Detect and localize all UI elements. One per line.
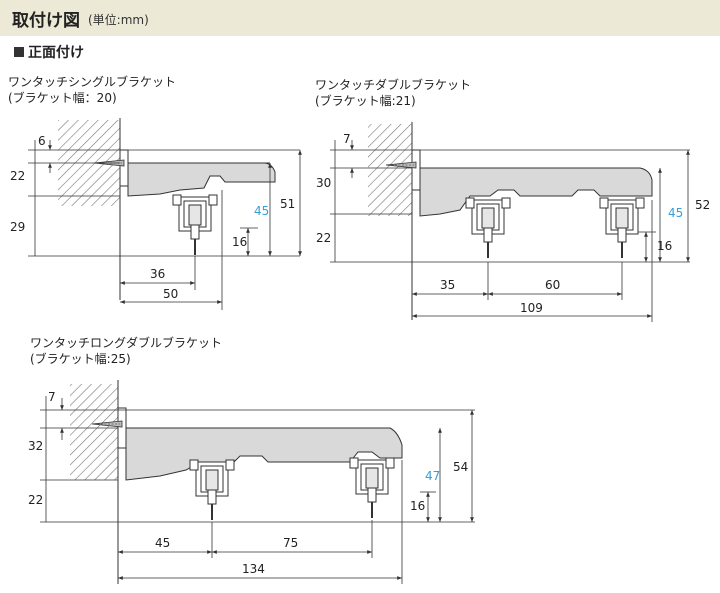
header-bar: 取付け図 (単位:mm) xyxy=(0,0,720,36)
wall-hatch xyxy=(368,124,412,216)
dim-bottom: 16 xyxy=(232,235,247,249)
dim-upper: 22 xyxy=(10,169,25,183)
dim-top: 7 xyxy=(343,132,351,146)
dim-upper: 30 xyxy=(316,176,331,190)
page-title: 取付け図 xyxy=(12,11,80,31)
diagram1-width-note: (ブラケット幅：20) xyxy=(8,91,117,105)
diagram3-width-note: (ブラケット幅:25) xyxy=(30,352,131,366)
dim-height: 52 xyxy=(695,198,710,212)
dim-height: 54 xyxy=(453,460,468,474)
dim-total: 134 xyxy=(242,562,265,576)
diagram2-caption: ワンタッチダブルブラケット (ブラケット幅:21) xyxy=(315,77,471,109)
dim-height: 51 xyxy=(280,197,295,211)
wall-hatch xyxy=(70,384,118,480)
unit-note: (単位:mm) xyxy=(88,13,149,27)
dim-lower: 22 xyxy=(316,231,331,245)
dim-top: 6 xyxy=(38,134,46,148)
dim-top: 7 xyxy=(48,390,56,404)
dim-inner: 36 xyxy=(150,267,165,281)
diagram2-drawing: 7 30 22 35 60 109 45 52 16 xyxy=(316,122,710,322)
dim-mid: 75 xyxy=(283,536,298,550)
dim-total: 50 xyxy=(163,287,178,301)
diagram3-caption: ワンタッチロングダブルブラケット (ブラケット幅:25) xyxy=(30,335,222,367)
dim-mid: 60 xyxy=(545,278,560,292)
diagram2-width-note: (ブラケット幅:21) xyxy=(315,94,416,108)
diagram1-caption: ワンタッチシングルブラケット (ブラケット幅：20) xyxy=(8,74,176,106)
dim-total: 109 xyxy=(520,301,543,315)
bracket-body xyxy=(419,167,653,217)
dim-lower: 22 xyxy=(28,493,43,507)
dim-lower: 29 xyxy=(10,220,25,234)
diagram1-title: ワンタッチシングルブラケット xyxy=(8,75,177,89)
dim-rail: 45 xyxy=(254,204,269,218)
dim-rail: 47 xyxy=(425,469,440,483)
section-heading: 正面付け xyxy=(14,42,84,62)
dim-left: 45 xyxy=(155,536,170,550)
bracket-body xyxy=(127,162,276,197)
dim-bottom: 16 xyxy=(410,499,425,513)
square-bullet-icon xyxy=(14,47,24,57)
diagram3-title: ワンタッチロングダブルブラケット xyxy=(30,336,223,350)
diagram3-drawing: 7 32 22 45 75 134 47 54 16 xyxy=(28,380,475,584)
dim-left: 35 xyxy=(440,278,455,292)
dim-bottom: 16 xyxy=(657,239,672,253)
diagram2-title: ワンタッチダブルブラケット xyxy=(315,78,472,92)
section-label: 正面付け xyxy=(28,45,84,61)
dim-rail: 45 xyxy=(668,206,683,220)
diagram1-drawing: 6 22 29 36 50 45 51 16 xyxy=(10,118,302,310)
dim-upper: 32 xyxy=(28,439,43,453)
